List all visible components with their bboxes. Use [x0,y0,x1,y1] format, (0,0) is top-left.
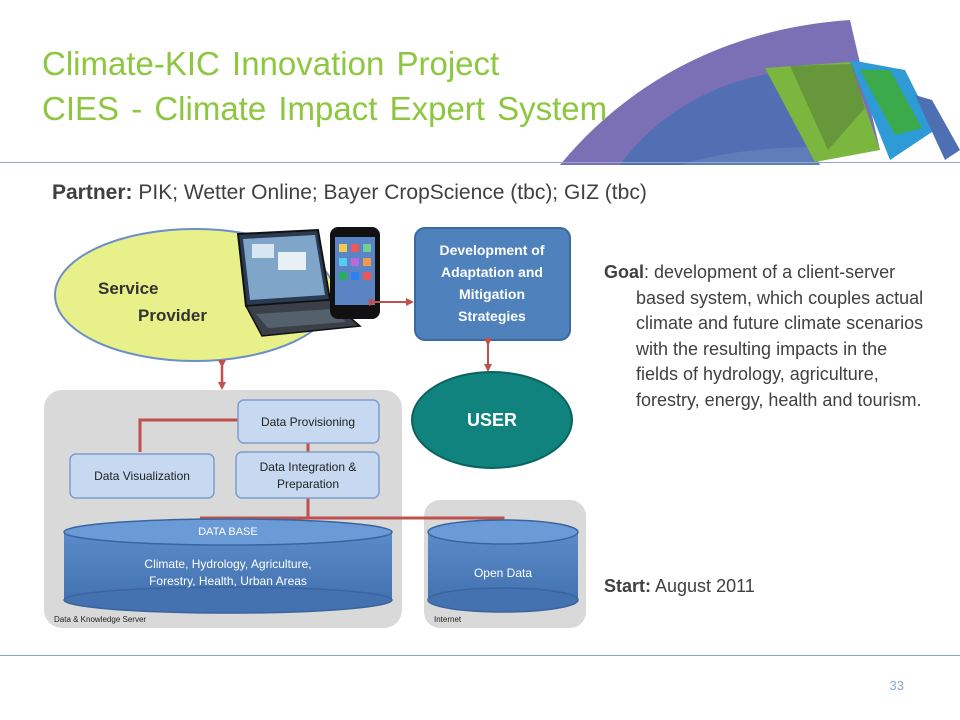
strategies-line-4: Strategies [458,308,526,324]
partner-line: Partner: PIK; Wetter Online; Bayer CropS… [52,181,647,205]
partner-text: PIK; Wetter Online; Bayer CropScience (t… [132,181,647,204]
data-provisioning-label: Data Provisioning [261,415,355,429]
database-content-2: Forestry, Health, Urban Areas [149,574,307,588]
data-integration-box [235,451,380,499]
title-line-2: CIES - Climate Impact Expert System [42,90,608,127]
server-panel-label: Data & Knowledge Server [54,615,146,624]
partner-label: Partner: [52,181,133,204]
data-integration-label-1: Data Integration & [260,460,357,474]
footer-divider [0,655,960,656]
open-data-cylinder [427,519,579,613]
service-provider-label: Service [98,279,159,298]
open-data-label: Open Data [474,566,532,580]
architecture-diagram: Service Provider Development of Adaptati… [44,227,586,628]
strategies-box [414,227,571,341]
data-visualization-box [69,453,215,499]
title-line-1: Climate-KIC Innovation Project [42,45,500,82]
smartphone-icon [330,227,380,319]
goal-label: Goal [604,262,645,282]
user-label: USER [467,410,517,430]
strategies-line-3: Mitigation [459,286,525,302]
start-label: Start: [604,576,652,596]
data-visualization-label: Data Visualization [94,469,190,483]
logo-ribbons [560,20,960,165]
strategies-line-1: Development of [439,242,544,258]
data-provisioning-box [237,399,380,444]
strategies-line-2: Adaptation and [441,264,543,280]
start-line: Start: August 2011 [604,576,755,597]
user-ellipse [411,371,573,469]
service-provider-label-2: Provider [138,306,207,325]
page-number: 33 [889,678,904,693]
goal-text: Goal: development of a client-server bas… [604,260,934,414]
database-label: DATA BASE [198,526,258,538]
database-content-1: Climate, Hydrology, Agriculture, [144,557,311,571]
data-integration-label-2: Preparation [277,477,339,491]
database-cylinder [63,518,393,614]
visualization-provisioning-connector [138,418,240,452]
internet-panel-label: Internet [434,615,462,624]
header-divider [0,162,960,163]
goal-body: : development of a client-server based s… [636,262,924,410]
start-value: August 2011 [651,576,755,596]
